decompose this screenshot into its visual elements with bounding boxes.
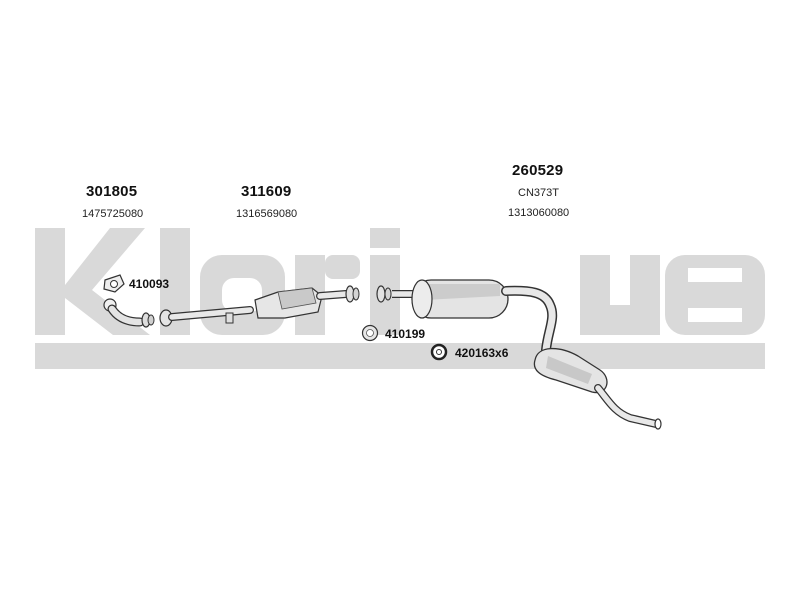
accessory-label-410199: 410199 [385,327,426,341]
group3-oem-code: 1313060080 [508,207,570,219]
group2-part-number: 311609 [241,183,292,200]
gasket-icon [103,274,125,293]
group2-oem-code: 1316569080 [236,208,298,220]
silencer-system-part [376,279,662,430]
ring-gasket-icon [361,324,379,342]
accessory-label-410093: 410093 [129,277,170,291]
accessory-label-420163x6: 420163x6 [455,346,509,360]
group1-oem-code: 1475725080 [82,208,144,220]
group3-sub-code: CN373T [518,187,559,199]
rubber-mount-icon [430,343,448,361]
catalytic-converter-part [159,285,360,327]
group3-part-number: 260529 [512,162,564,179]
group1-part-number: 301805 [86,183,138,200]
front-pipe-part [103,298,155,328]
